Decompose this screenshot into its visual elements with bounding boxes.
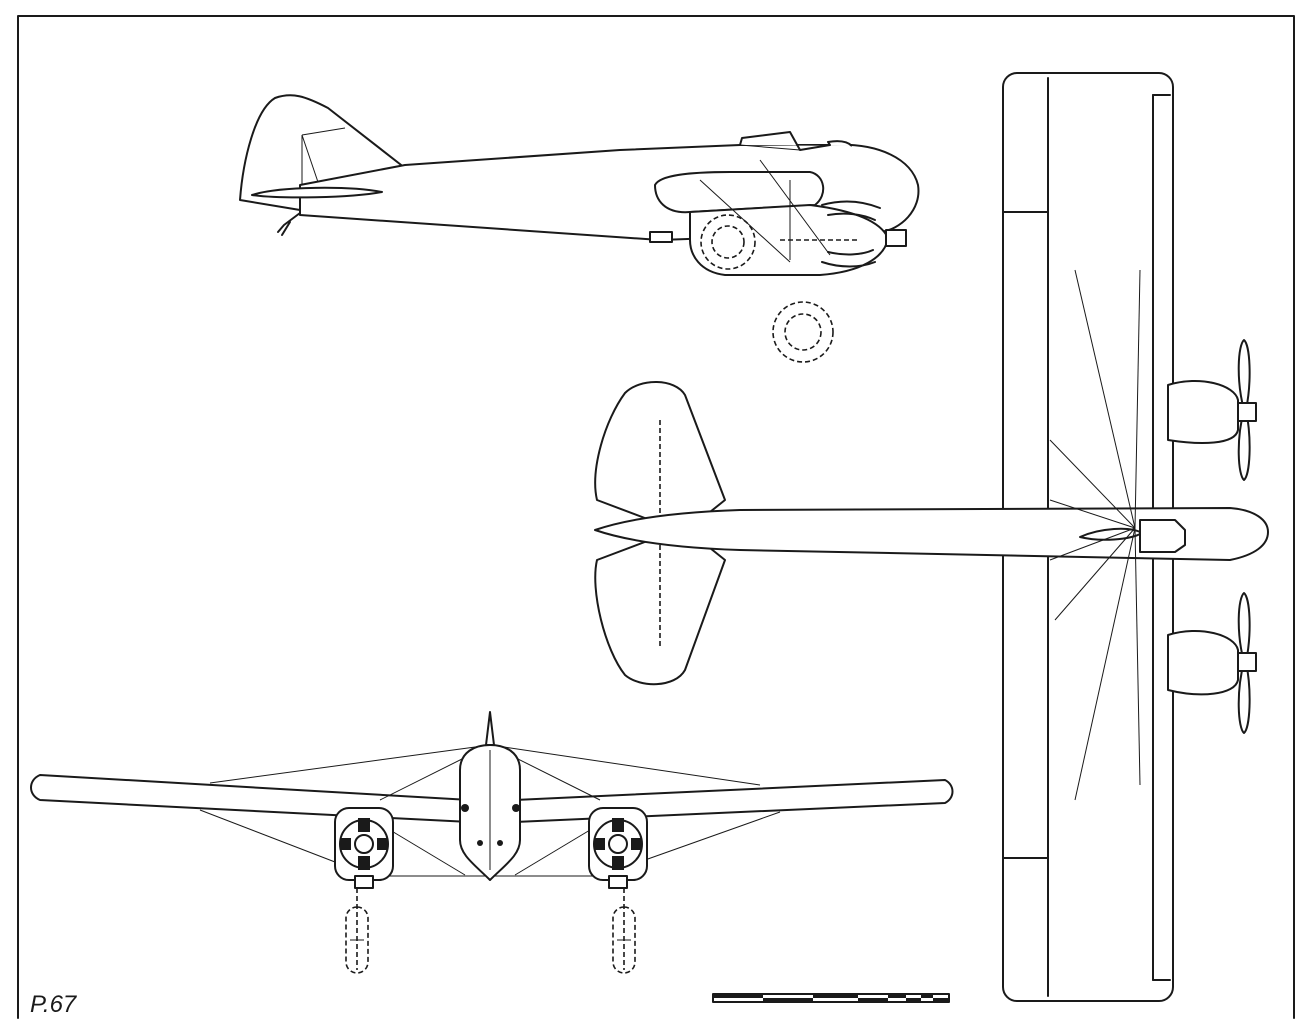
front-view-engine-left <box>334 807 394 889</box>
plan-view <box>594 72 1269 1002</box>
side-view-tailplane <box>251 186 383 199</box>
plate-label: P.67 <box>30 991 77 1018</box>
side-view <box>239 94 920 363</box>
side-view-spare-wheel <box>772 301 834 363</box>
page-border <box>17 15 1295 1019</box>
front-view-engine-right <box>588 807 648 889</box>
side-view-wheel <box>700 214 756 270</box>
plan-view-horizontal-stabilizer-upper <box>594 381 726 521</box>
plan-view-nacelle-lower <box>1167 629 1239 696</box>
plan-view-bracing-wires <box>1049 269 1141 801</box>
front-view-wing <box>30 774 954 829</box>
side-view-engine-nacelle <box>654 171 825 214</box>
plan-view-fuselage <box>594 507 1269 561</box>
side-view-cockpit <box>739 131 853 151</box>
scale-bar <box>712 993 950 1003</box>
front-view <box>30 711 954 974</box>
plan-view-cockpit <box>1139 519 1186 553</box>
plan-view-nacelle-upper <box>1167 379 1239 444</box>
